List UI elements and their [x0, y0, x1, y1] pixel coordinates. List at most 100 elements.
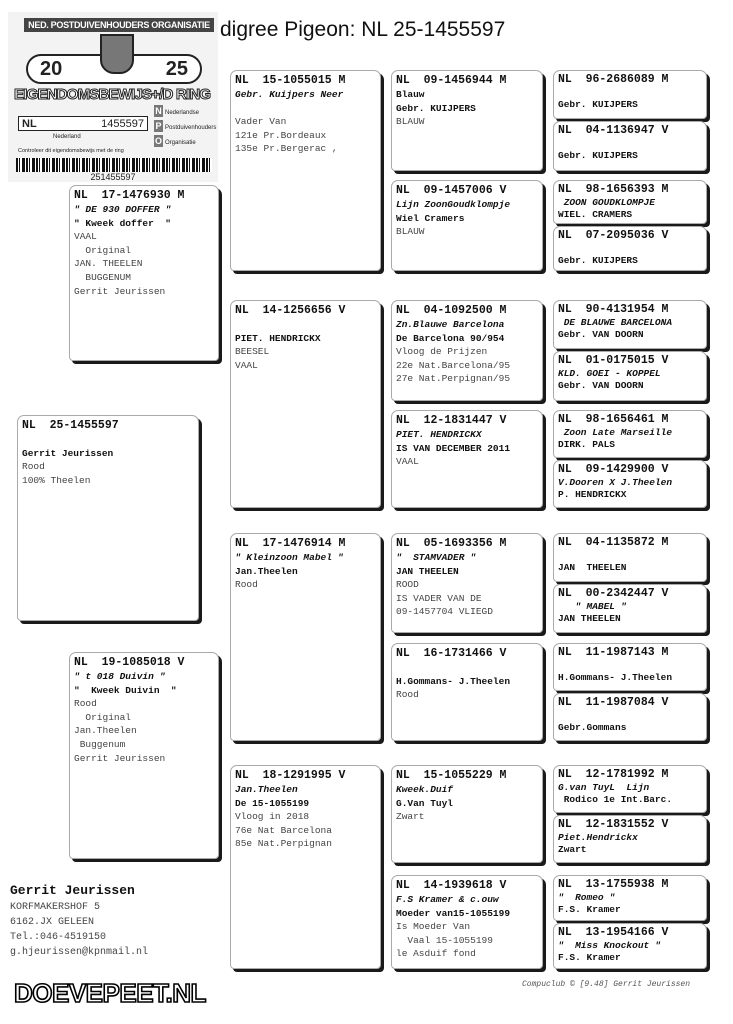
- ring-number: NL 17-1476930 M: [74, 189, 185, 202]
- pigeon-line: ROOD: [396, 579, 419, 591]
- pigeon-line: [558, 660, 702, 672]
- pigeon-line: [235, 102, 376, 116]
- ring-number: NL 09-1456944 M: [396, 74, 507, 87]
- pigeon-line: JAN THEELEN: [396, 565, 459, 577]
- pigeon-line: Gebr. VAN DOORN: [558, 329, 644, 340]
- ring-number: NL 17-1476914 M: [235, 537, 346, 550]
- pigeon-line: [235, 318, 376, 332]
- pigeon-line: IS VADER VAN DE: [396, 592, 482, 604]
- pigeon-line: JAN. THEELEN: [74, 258, 143, 270]
- pigeon-line: 135e Pr.Bergerac ,: [235, 143, 338, 155]
- pigeon-box-ddds: NL 13-1755938 M" Romeo "F.S. Kramer: [553, 875, 707, 921]
- pigeon-line: Vader Van: [235, 116, 287, 128]
- ring-number: NL 13-1954166 V: [558, 926, 669, 939]
- ring-number: NL 14-1256656 V: [235, 304, 346, 317]
- pigeon-line: Zwart: [558, 844, 587, 855]
- ring-number: NL 90-4131954 M: [558, 303, 669, 316]
- card-heading: EIGENDOMSBEWIJS+/D RING: [14, 86, 212, 104]
- breeder-phone: Tel.:046-4519150: [10, 932, 107, 943]
- pigeon-line: " Kweek doffer ": [74, 217, 171, 229]
- pigeon-line: G.Van Tuyl: [396, 797, 454, 809]
- pigeon-line: Gebr. KUIJPERS: [558, 99, 638, 110]
- pigeon-line: VAAL: [396, 456, 419, 468]
- pigeon-line: De Barcelona 90/954: [396, 332, 505, 344]
- nederland-label: Nederland: [53, 134, 81, 140]
- pigeon-line: DIRK. PALS: [558, 439, 616, 450]
- npo-letter: N: [154, 105, 163, 117]
- pigeon-line: VAAL: [235, 359, 258, 371]
- pigeon-line: " DE 930 DOFFER ": [74, 204, 171, 215]
- pigeon-line: F.S Kramer & c.ouw: [396, 894, 499, 905]
- pigeon-line: Gebr. KUIJPERS: [558, 255, 638, 266]
- ring-number: 1455597: [101, 117, 144, 130]
- ring-number: NL 12-1781992 M: [558, 768, 669, 781]
- npo-word: Nederlandse: [165, 110, 200, 116]
- pigeon-box-ds: NL 17-1476914 M " Kleinzoon Mabel " Jan.Th…: [230, 533, 381, 741]
- ring-number: NL 11-1987084 V: [558, 696, 669, 709]
- pigeon-line: [558, 550, 702, 562]
- footer-credit: Compuclub © [9.48] Gerrit Jeurissen: [522, 980, 691, 989]
- pigeon-box-dddd: NL 13-1954166 V" Miss Knockout "F.S. Kra…: [553, 923, 707, 969]
- pigeon-box-sire: NL 17-1476930 M " DE 930 DOFFER " " Kweek …: [69, 185, 219, 361]
- pigeon-line: Zn.Blauwe Barcelona: [396, 319, 505, 330]
- ring-number: NL 12-1831447 V: [396, 414, 507, 427]
- ring-number: NL 14-1939618 V: [396, 879, 507, 892]
- ring-ownership-card: NED. POSTDUIVENHOUDERS ORGANISATIE 20 25…: [8, 12, 218, 182]
- ring-number: NL 96-2686089 M: [558, 73, 669, 86]
- ring-number: NL 01-0175015 V: [558, 354, 669, 367]
- pigeon-line: " STAMVADER ": [396, 552, 476, 563]
- pigeon-box-dam: NL 19-1085018 V" t 018 Duivin "" Kweek D…: [69, 652, 219, 859]
- pigeon-line: F.S. Kramer: [558, 952, 621, 963]
- pigeon-line: BEESEL: [235, 346, 270, 358]
- pigeon-line: Jan.Theelen: [235, 784, 298, 795]
- pigeon-line: Rood: [74, 698, 97, 710]
- ring-number: NL 05-1693356 M: [396, 537, 507, 550]
- ring-number-box: NL 1455597: [18, 116, 148, 131]
- pigeon-line: Vaal 15-1055199: [396, 934, 493, 946]
- pigeon-line: F.S. Kramer: [558, 904, 621, 915]
- ring-number: NL 19-1085018 V: [74, 656, 185, 669]
- pigeon-line: BLAUW: [396, 116, 425, 128]
- org-name: NED. POSTDUIVENHOUDERS ORGANISATIE: [24, 18, 214, 32]
- pigeon-line: Zwart: [396, 811, 425, 823]
- ring-number: NL 98-1656461 M: [558, 413, 669, 426]
- pigeon-line: le Asduif fond: [396, 948, 476, 960]
- pigeon-line: IS VAN DECEMBER 2011: [396, 442, 511, 454]
- pigeon-line: Rood: [235, 579, 258, 591]
- pigeon-line: Buggenum: [74, 738, 126, 750]
- ring-number: NL 15-1055015 M: [235, 74, 346, 87]
- pigeon-line: ZOON GOUDKLOMPJE: [558, 197, 655, 208]
- control-text: Controleer dit eigendomsbewijs met de ri…: [18, 148, 124, 154]
- npo-word: Organisatie: [165, 140, 196, 146]
- pigeon-line: " Romeo ": [558, 892, 616, 903]
- ring-number: NL 18-1291995 V: [235, 769, 346, 782]
- pigeon-line: " Kweek Duivin ": [74, 684, 177, 696]
- breeder-email: g.hjeurissen@kpnmail.nl: [10, 947, 149, 958]
- pigeon-line: Gerrit Jeurissen: [74, 752, 166, 764]
- pigeon-line: VAAL: [74, 231, 97, 243]
- ring-number: NL 09-1429900 V: [558, 463, 669, 476]
- pigeon-line: Jan.Theelen: [235, 565, 298, 577]
- ring-number: NL 12-1831552 V: [558, 818, 669, 831]
- pigeon-line: Gebr. KUIJPERS: [558, 150, 638, 161]
- ring-number: NL 25-1455597: [22, 419, 119, 432]
- ring-number: NL 98-1656393 M: [558, 183, 669, 196]
- pigeon-line: " Kleinzoon Mabel ": [235, 552, 344, 563]
- page-title: digree Pigeon: NL 25-1455597: [220, 18, 506, 41]
- pigeon-line: [558, 87, 702, 99]
- pigeon-line: 76e Nat Barcelona: [235, 824, 332, 836]
